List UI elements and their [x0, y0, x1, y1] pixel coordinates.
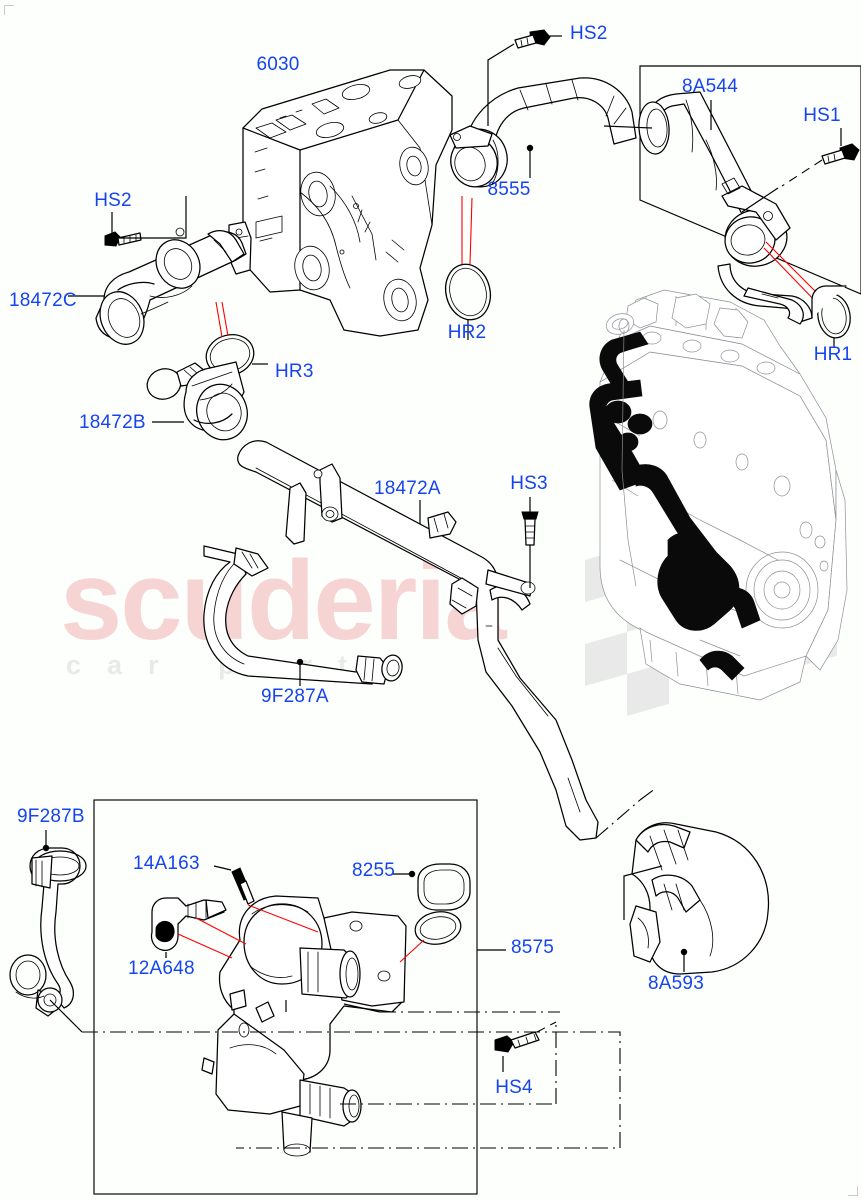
part-9F287A-hose: [203, 545, 403, 686]
callout-18472B: 18472B: [79, 412, 146, 433]
callout-14A163: 14A163: [133, 853, 200, 874]
box-8A544: [639, 65, 861, 295]
bolt-hs3: [521, 497, 539, 588]
part-8255-gasket: [392, 863, 471, 963]
box-8575: [93, 799, 506, 1195]
part-HR2-o-ring: [444, 196, 492, 340]
callout-18472C: 18472C: [9, 290, 77, 311]
part-6030-bracket: [228, 69, 453, 337]
callout-8255: 8255: [352, 860, 396, 881]
bolt-hs4: [494, 1021, 557, 1072]
callout-8575: 8575: [511, 937, 555, 958]
part-8A593-hose: [623, 822, 770, 975]
engine-illustration: [589, 285, 848, 701]
part-12A648-sensor: [150, 897, 247, 959]
part-8A544-hose: [603, 91, 860, 325]
callout-8555: 8555: [487, 179, 531, 200]
bolt-hs1: [821, 143, 860, 165]
callout-hs2-left: HS2: [94, 190, 132, 211]
bolt-hs2-left: [104, 231, 142, 247]
callout-12A648: 12A648: [128, 958, 195, 979]
callout-hr1: HR1: [813, 344, 853, 365]
part-18472C-pipe: [68, 196, 247, 345]
part-18472B-pipe: [146, 361, 248, 441]
callout-hr2: HR2: [447, 322, 487, 343]
part-8555-hose: [449, 29, 637, 188]
part-14A163-clip: [213, 865, 319, 933]
assembly-reference-lines: [82, 787, 657, 1149]
engine-coolant-hoses: [589, 331, 761, 681]
callout-18472A: 18472A: [374, 478, 441, 499]
callout-hs2-top: HS2: [570, 23, 608, 44]
callout-hs1: HS1: [803, 105, 841, 126]
callout-8A544: 8A544: [682, 76, 738, 97]
bolt-hs2-top: [514, 29, 551, 49]
part-8575-thermostat-housing: [201, 895, 407, 1157]
callout-hs4: HS4: [495, 1077, 533, 1098]
part-18472A-pipe: [237, 440, 599, 841]
callout-9F287B: 9F287B: [17, 806, 85, 827]
callout-9F287A: 9F287A: [261, 686, 329, 707]
callout-8A593: 8A593: [648, 973, 704, 994]
callout-6030: 6030: [256, 54, 300, 75]
callout-hs3: HS3: [510, 473, 548, 494]
callout-hr3: HR3: [275, 361, 314, 382]
part-9F287B-hose: [9, 830, 87, 1033]
